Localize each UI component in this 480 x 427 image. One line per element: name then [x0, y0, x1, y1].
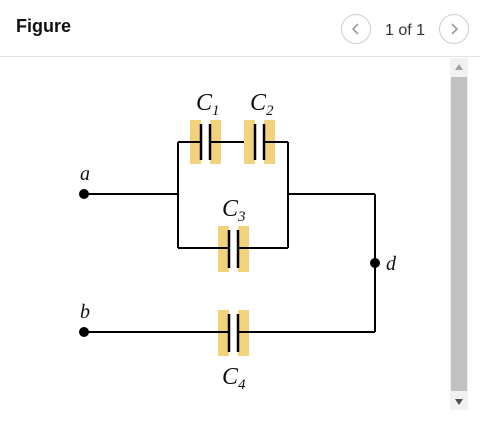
- triangle-down-icon: [455, 398, 463, 405]
- terminal-a-label: a: [80, 163, 90, 185]
- terminal-b-dot: [79, 327, 89, 337]
- scrollbar-thumb[interactable]: [451, 77, 467, 391]
- scroll-down-button[interactable]: [450, 393, 468, 410]
- capacitor-c2: [244, 120, 288, 164]
- c1-label: C1: [196, 90, 220, 119]
- node-d-label: d: [386, 253, 397, 275]
- circuit-wires: [84, 142, 376, 333]
- page-indicator: 1 of 1: [385, 22, 426, 39]
- scroll-up-button[interactable]: [450, 58, 468, 75]
- figure-header: Figure 1 of 1: [0, 0, 480, 57]
- chevron-left-icon: [351, 23, 359, 35]
- node-d-dot: [370, 258, 380, 268]
- terminal-b-label: b: [80, 301, 90, 323]
- c3-label: C3: [222, 196, 246, 225]
- chevron-right-icon: [451, 23, 459, 35]
- c2-label: C2: [250, 90, 274, 119]
- circuit-diagram: a b d C1 C2 C3 C4: [79, 90, 397, 393]
- figure-title: Figure: [16, 16, 72, 36]
- triangle-up-icon: [455, 63, 463, 70]
- figure-content: a b d C1 C2 C3 C4: [16, 57, 470, 413]
- c4-label: C4: [222, 364, 246, 393]
- vertical-scrollbar[interactable]: [450, 58, 468, 410]
- capacitor-c1: [178, 120, 252, 164]
- next-figure-button[interactable]: [439, 14, 469, 44]
- terminal-a-dot: [79, 189, 89, 199]
- previous-figure-button[interactable]: [341, 14, 371, 44]
